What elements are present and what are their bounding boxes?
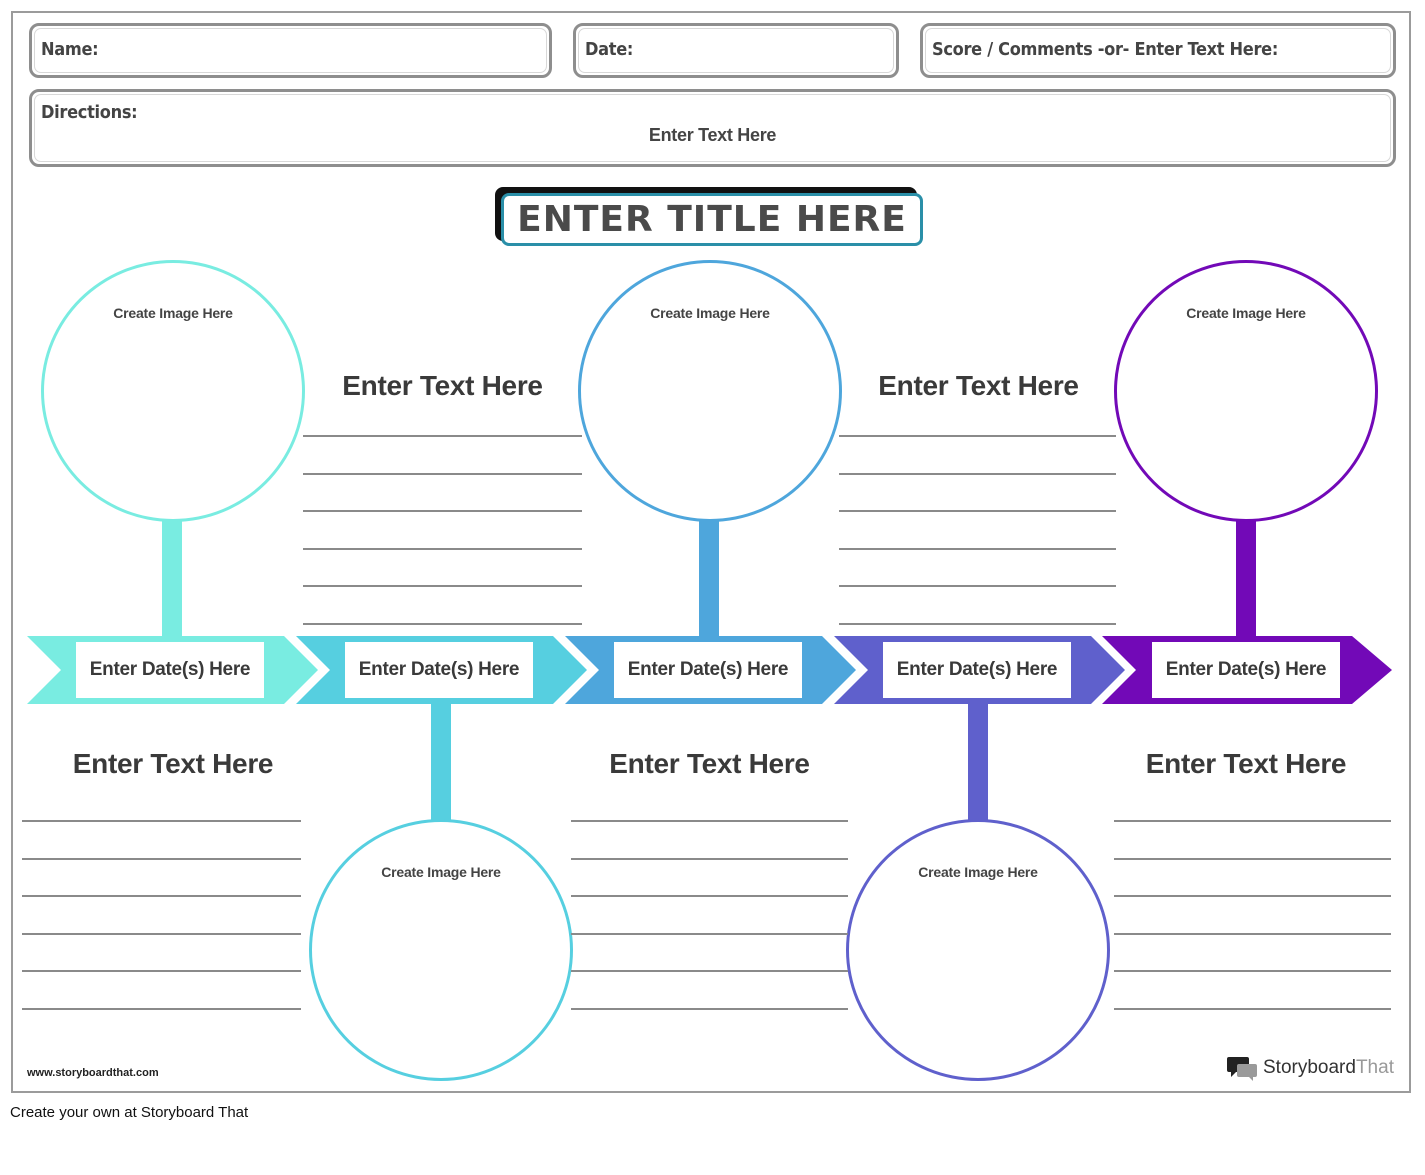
image-caption: Create Image Here	[381, 864, 501, 880]
footer-url[interactable]: www.storyboardthat.com	[27, 1067, 159, 1079]
score-label: Score / Comments -or- Enter Text Here:	[932, 39, 1279, 60]
writing-line	[22, 820, 301, 822]
writing-line	[1114, 895, 1391, 898]
text-heading-upper-1[interactable]: Enter Text Here	[342, 370, 543, 401]
image-caption: Create Image Here	[1186, 305, 1306, 321]
writing-line	[303, 435, 582, 437]
brand-word-2: That	[1355, 1057, 1394, 1078]
text-heading-upper-2[interactable]: Enter Text Here	[878, 370, 1079, 401]
date-field[interactable]: Date:	[573, 23, 899, 78]
writing-line	[571, 857, 848, 860]
writing-line	[303, 510, 582, 513]
date-box-2[interactable]: Enter Date(s) Here	[345, 642, 533, 698]
writing-line	[303, 472, 582, 475]
stem-4	[968, 704, 988, 822]
date-label: Date:	[585, 39, 634, 60]
directions-label: Directions:	[41, 102, 138, 123]
image-caption: Create Image Here	[650, 305, 770, 321]
date-box-5[interactable]: Enter Date(s) Here	[1152, 642, 1340, 698]
writing-line	[839, 623, 1116, 625]
writing-line	[303, 547, 582, 550]
writing-line	[571, 820, 848, 822]
directions-text: Enter Text Here	[648, 125, 777, 145]
image-circle-2[interactable]: Create Image Here	[309, 819, 573, 1081]
writing-line	[839, 547, 1116, 550]
text-heading-lower-1[interactable]: Enter Text Here	[72, 748, 274, 779]
writing-line	[839, 585, 1116, 588]
image-circle-4[interactable]: Create Image Here	[846, 819, 1110, 1081]
writing-line	[571, 895, 848, 898]
stem-1	[162, 520, 182, 636]
speech-bubble-icon	[1227, 1057, 1257, 1081]
writing-line	[839, 435, 1116, 437]
writing-line	[571, 1008, 848, 1010]
writing-line	[1114, 970, 1391, 973]
writing-line	[22, 857, 301, 860]
directions-field[interactable]: Directions: Enter Text Here	[29, 89, 1396, 167]
text-heading-lower-3[interactable]: Enter Text Here	[1145, 748, 1347, 779]
date-box-3[interactable]: Enter Date(s) Here	[614, 642, 802, 698]
score-field[interactable]: Score / Comments -or- Enter Text Here:	[920, 23, 1396, 78]
bottom-note[interactable]: Create your own at Storyboard That	[10, 1104, 249, 1121]
name-label: Name:	[41, 39, 99, 60]
storyboardthat-logo: StoryboardThat	[1227, 1055, 1394, 1081]
stem-5	[1236, 520, 1256, 636]
writing-line	[1114, 1008, 1391, 1010]
writing-line	[1114, 820, 1391, 822]
writing-line	[839, 472, 1116, 475]
writing-line	[571, 932, 848, 935]
image-caption: Create Image Here	[113, 305, 233, 321]
writing-line	[1114, 932, 1391, 935]
date-box-1[interactable]: Enter Date(s) Here	[76, 642, 264, 698]
page-title: ENTER TITLE HERE	[517, 199, 907, 240]
image-circle-3[interactable]: Create Image Here	[578, 260, 842, 522]
title-box[interactable]: ENTER TITLE HERE	[501, 193, 923, 246]
writing-line	[22, 1008, 301, 1010]
brand-word-1: Storyboard	[1263, 1057, 1356, 1078]
writing-line	[303, 585, 582, 588]
writing-line	[571, 970, 848, 973]
stem-2	[431, 704, 451, 822]
date-box-4[interactable]: Enter Date(s) Here	[883, 642, 1071, 698]
image-caption: Create Image Here	[918, 864, 1038, 880]
writing-line	[22, 970, 301, 973]
name-field[interactable]: Name:	[29, 23, 552, 78]
stem-3	[699, 520, 719, 636]
writing-line	[22, 895, 301, 898]
image-circle-1[interactable]: Create Image Here	[41, 260, 305, 522]
writing-line	[839, 510, 1116, 513]
text-heading-lower-2[interactable]: Enter Text Here	[609, 748, 810, 779]
writing-line	[303, 623, 582, 625]
image-circle-5[interactable]: Create Image Here	[1114, 260, 1378, 522]
writing-line	[22, 932, 301, 935]
writing-line	[1114, 857, 1391, 860]
